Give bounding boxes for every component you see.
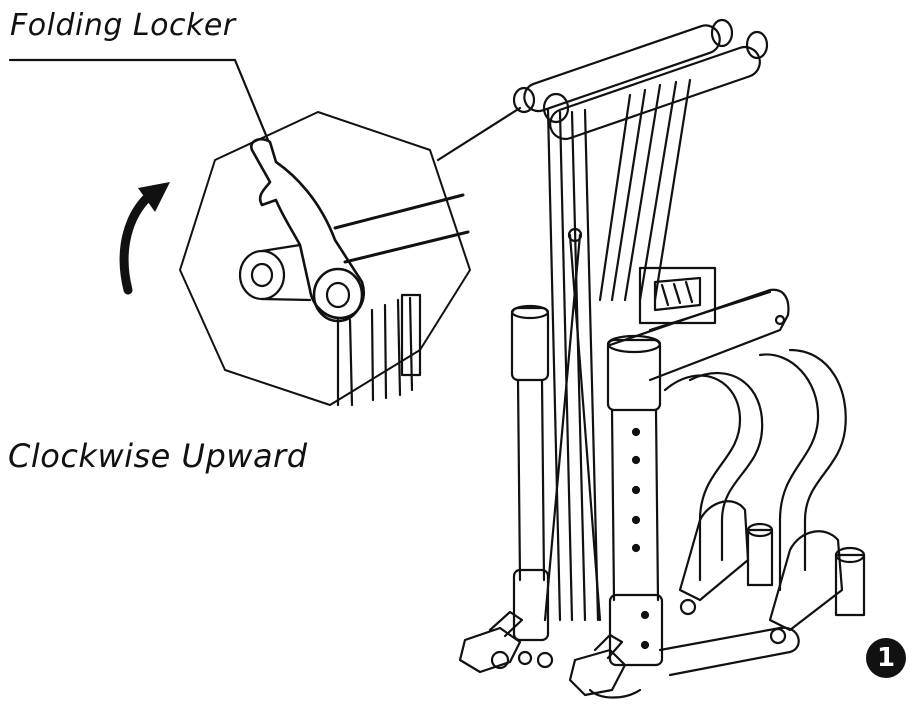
clockwise-arrow-icon — [119, 182, 170, 295]
folded-stroller-frame — [458, 18, 866, 699]
magnified-view-octagon — [179, 111, 471, 407]
folding-locker-label: Folding Locker — [10, 8, 236, 43]
title-leader-line — [8, 58, 270, 142]
step-number-badge-icon: 1 — [866, 638, 906, 678]
clockwise-upward-label: Clockwise Upward — [8, 437, 308, 475]
callout-connector-line — [436, 106, 522, 162]
